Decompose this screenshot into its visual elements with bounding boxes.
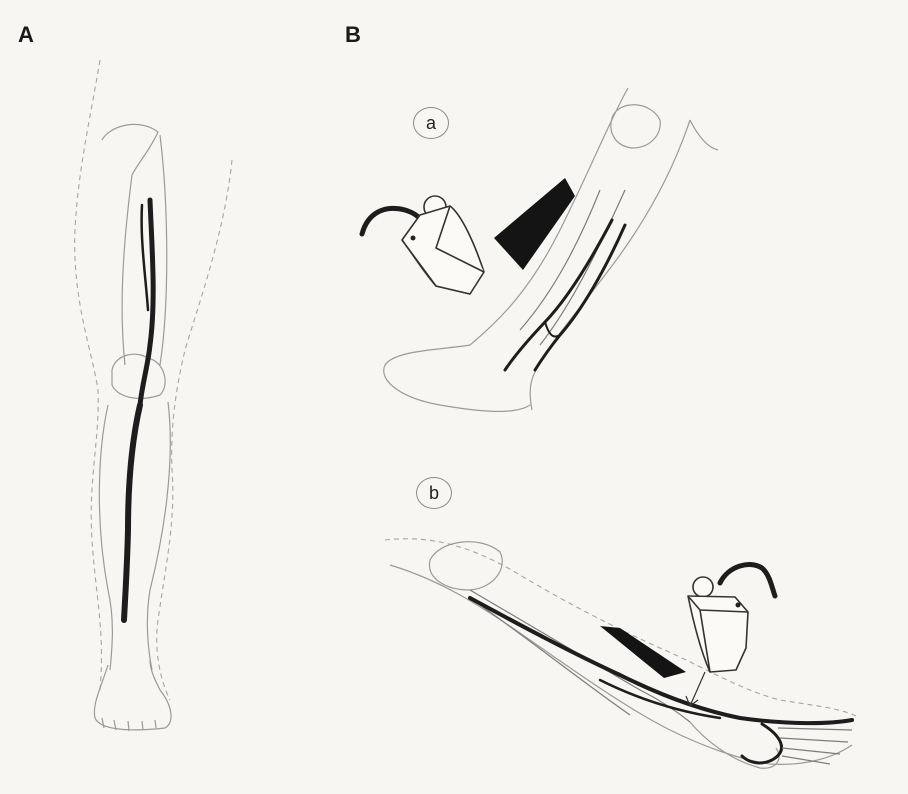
leg-a-vein-branch [142, 205, 148, 310]
leg-bb-vein-second [600, 680, 720, 718]
device-b-cable [720, 564, 775, 596]
panel-b-a-leg [362, 88, 718, 411]
leg-ba-vein-second [535, 225, 625, 370]
panel-label-a: A [18, 22, 34, 48]
leg-bb-bone-lower [480, 605, 630, 715]
leg-ba-knee [611, 105, 660, 148]
leg-a-foot [94, 660, 171, 730]
device-b-arrow [686, 672, 705, 706]
leg-bb-outline-bottom [390, 565, 852, 764]
device-b [686, 564, 775, 706]
leg-a-vein-lower [124, 405, 140, 620]
panel-b-b-leg [385, 539, 856, 768]
leg-a-shin-left [99, 405, 112, 670]
device-b-dot [736, 603, 741, 608]
device-a-dot [411, 236, 416, 241]
sub-panel-label-a: a [413, 107, 449, 139]
leg-a-outline-right [157, 160, 232, 700]
leg-bb-vein-arch [742, 724, 781, 763]
leg-a-knee [112, 354, 165, 398]
panel-label-b: B [345, 22, 361, 48]
device-a [362, 196, 484, 294]
leg-a-thigh-inner [160, 135, 167, 365]
leg-a-outline-left [75, 60, 102, 690]
leg-a-shin-right [147, 402, 170, 670]
sub-panel-label-b: b [416, 477, 452, 509]
leg-bb-toes [778, 728, 852, 764]
panel-a-leg [75, 60, 232, 731]
leg-ba-outline-front [530, 120, 718, 410]
device-b-knob [693, 577, 713, 597]
